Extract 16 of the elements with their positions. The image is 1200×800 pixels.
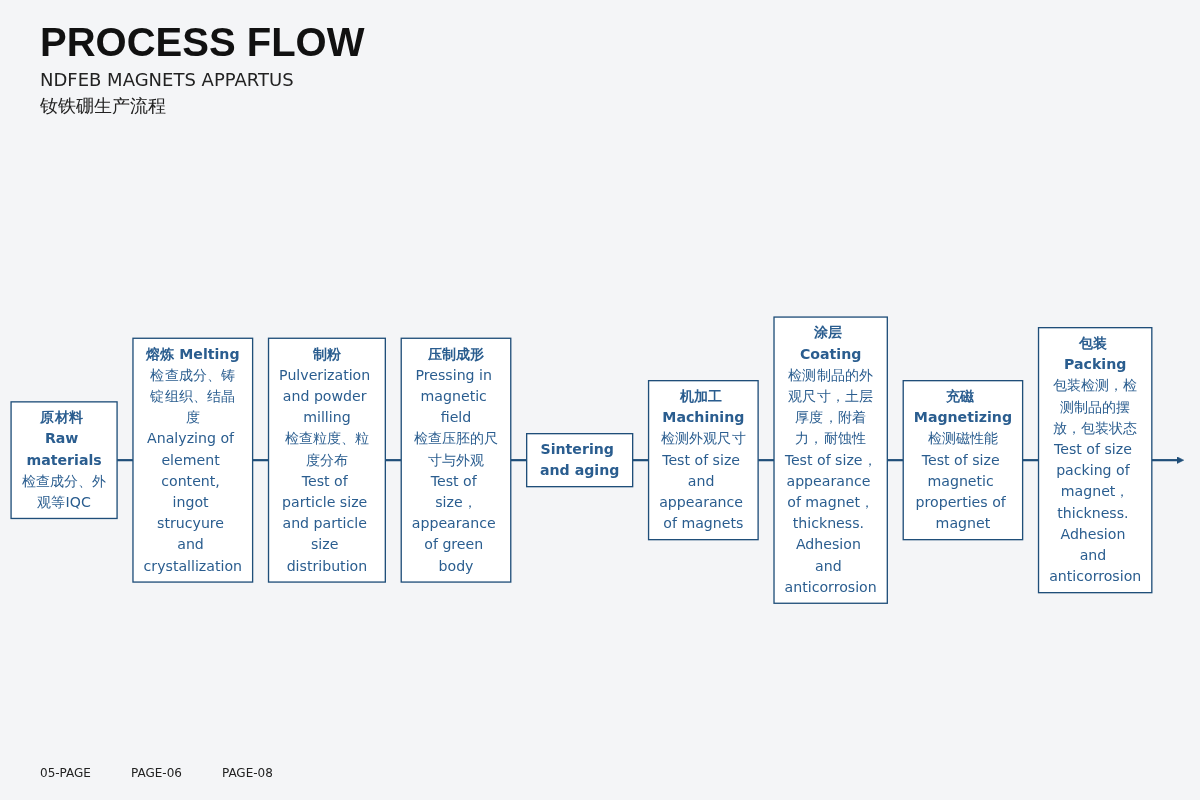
node-box: 机加工 Machining 检测外观尺寸 Test of size and appearance of magnets <box>647 379 759 541</box>
node-box: 制粉 Pulverization and powder milling 检查粒度、粒度分布 Test of particle size and particle size distribution <box>267 337 386 583</box>
node-box: 熔炼 Melting 检查成分、铸锭组织、结晶度 Analyzing of element content, ingot strucyure and crystallization <box>132 337 254 583</box>
node-box: 涂层 Coating 检测制品的外观尺寸，土层厚度，附着力，耐蚀性 Test of size，appearance of magnet，thickness. Adhesion and anticorrosion <box>773 316 888 604</box>
arrow <box>1151 456 1184 464</box>
node-box: 压制成形 Pressing in magnetic field 检查压胚的尺寸与外观 Test of size，appearance of green body <box>400 337 512 583</box>
page-number: PAGE-08 <box>221 766 273 780</box>
chinese-subtitle: 钕铁硼生产流程 <box>40 94 167 118</box>
node-box: 原材料 Raw materials 检查成分、外观等IQC <box>10 401 118 519</box>
node-box: 包装 Packing 包装检测，检测制品的摆放，包装状态 Test of size packing of magnet，thickness. Adhesion and anticorrosion <box>1037 326 1153 594</box>
page-number: PAGE-06 <box>130 766 182 780</box>
title: PROCESS FLOW <box>40 20 365 65</box>
subtitle: NDFEB MAGNETS APPARTUS <box>40 69 295 90</box>
node-box: Sintering and aging <box>526 432 634 488</box>
node-box: 充磁 Magnetizing 检测磁性能 Test of size magnetic properties of magnet <box>902 379 1024 541</box>
page-number: 05-PAGE <box>40 766 91 780</box>
